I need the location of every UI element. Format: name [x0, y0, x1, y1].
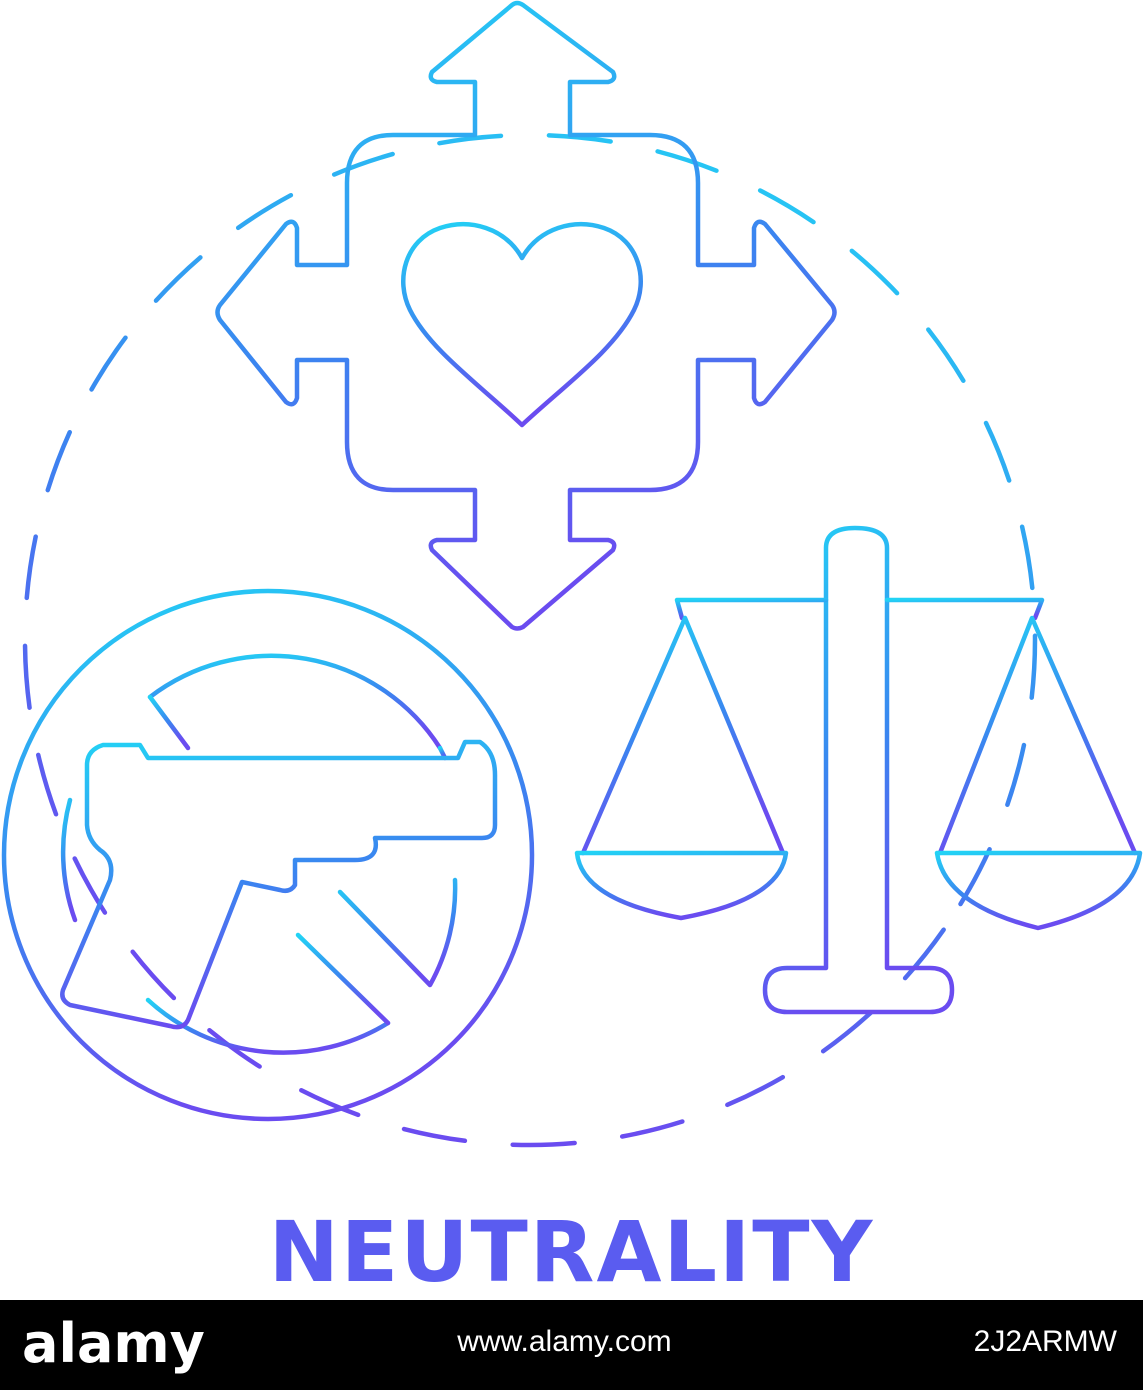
image-id: 2J2ARMW — [973, 1325, 1117, 1358]
heart-arrows-icon — [215, 0, 837, 631]
caption-title: NEUTRALITY — [268, 1203, 875, 1301]
site-url[interactable]: www.alamy.com — [457, 1325, 672, 1358]
balance-scale-icon — [574, 525, 1143, 1015]
no-gun-icon — [1, 588, 535, 1122]
footer-bar: alamy www.alamy.com 2J2ARMW — [0, 1300, 1143, 1390]
dashed-circle-icon — [22, 132, 1038, 1148]
svg-text:alamy: alamy — [22, 1312, 205, 1375]
alamy-logo: alamy — [22, 1312, 205, 1375]
neutrality-illustration — [1, 0, 1143, 1148]
